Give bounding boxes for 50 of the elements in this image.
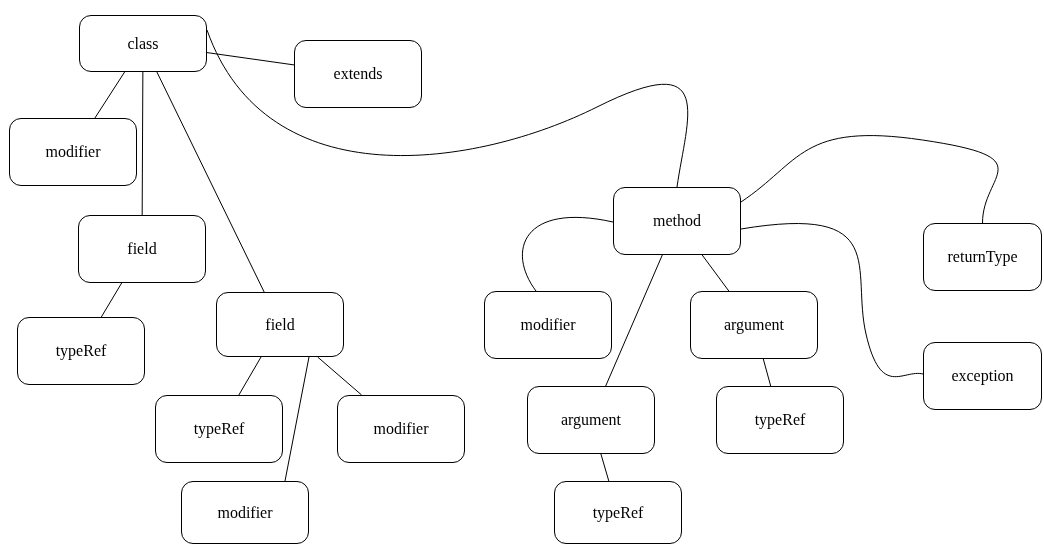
node-label: modifier (373, 419, 429, 439)
connector-line (100, 282, 123, 318)
node-label: modifier (520, 315, 576, 335)
connector-line (762, 358, 772, 387)
node-label: exception (951, 366, 1014, 386)
node-label: method (653, 211, 701, 231)
connector-line (701, 254, 730, 292)
connector-line (206, 29, 689, 188)
rounded-box (613, 187, 741, 255)
rounded-box (690, 291, 818, 359)
rounded-box (155, 395, 283, 463)
node-label: field (127, 239, 157, 259)
node-label: argument (560, 410, 622, 430)
node-label: returnType (947, 247, 1018, 267)
connector-line (522, 216, 614, 292)
connector-line (284, 356, 310, 482)
rounded-box (17, 317, 145, 385)
node-label: modifier (45, 142, 101, 162)
connector-line (156, 71, 265, 293)
rounded-box (216, 292, 344, 357)
rounded-box (923, 223, 1042, 291)
node-label: modifier (217, 502, 273, 523)
node-label: argument (723, 315, 785, 335)
connector-line (317, 356, 363, 396)
rounded-box (337, 395, 465, 463)
node-label: extends (333, 64, 383, 84)
rounded-box (294, 40, 422, 108)
rounded-box (923, 342, 1042, 410)
rounded-box (527, 386, 655, 454)
connector-line (600, 453, 610, 482)
connector-line (605, 254, 663, 387)
node-label: typeRef (754, 410, 806, 430)
node-label: typeRef (55, 341, 107, 361)
connector-line (94, 71, 126, 119)
connector-line (740, 223, 924, 378)
node-label: field (265, 314, 295, 335)
node-label: typeRef (592, 502, 644, 523)
rounded-box (181, 481, 309, 544)
rounded-box (9, 118, 137, 186)
node-label: typeRef (193, 419, 245, 439)
connector-line (740, 135, 999, 224)
rounded-box (79, 15, 207, 72)
connector-line (141, 71, 144, 216)
rounded-box (484, 291, 612, 359)
rounded-box (78, 215, 206, 283)
rounded-box (716, 386, 844, 454)
connector-line (238, 356, 262, 396)
rounded-box (554, 481, 682, 544)
connector-line (206, 52, 295, 66)
node-label: class (127, 33, 159, 54)
